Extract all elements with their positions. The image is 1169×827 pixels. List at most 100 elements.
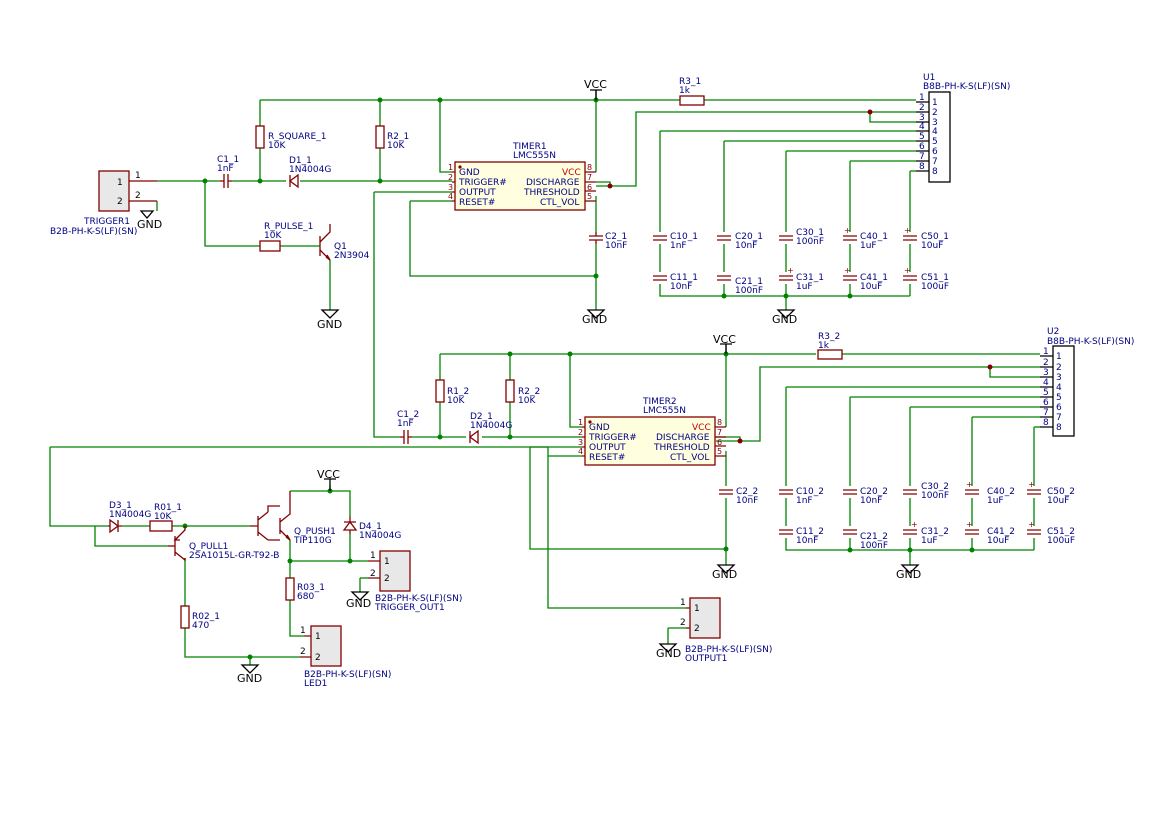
svg-text:VCC: VCC	[713, 333, 736, 346]
svg-text:680: 680	[297, 592, 314, 602]
svg-text:GND: GND	[772, 313, 797, 326]
svg-text:TRIGGER_OUT1: TRIGGER_OUT1	[374, 603, 445, 613]
svg-text:GND: GND	[896, 568, 921, 581]
power-vcc-driver: VCC	[317, 468, 340, 491]
connector-trigger1: 1 2 1 2 TRIGGER1 B2B-PH-K-S(LF)(SN)	[50, 170, 157, 237]
svg-text:VCC: VCC	[692, 423, 711, 433]
svg-text:C51_1: C51_1	[921, 273, 949, 283]
gnd-trigger1: GND	[137, 210, 162, 231]
svg-text:2: 2	[932, 108, 938, 118]
resistor-r2-2: R2_2 10K	[505, 379, 540, 406]
svg-text:10nF: 10nF	[860, 496, 882, 506]
svg-text:6: 6	[717, 438, 722, 447]
svg-text:LMC555N: LMC555N	[513, 151, 556, 161]
svg-text:1: 1	[300, 626, 306, 636]
svg-text:D4_1: D4_1	[359, 522, 382, 532]
svg-text:4: 4	[578, 447, 583, 456]
svg-text:1N4004G: 1N4004G	[289, 165, 331, 175]
svg-text:4: 4	[1056, 383, 1062, 393]
diode-d4-1: D4_1 1N4004G	[342, 516, 401, 541]
svg-text:CTL_VOL: CTL_VOL	[540, 198, 579, 208]
svg-text:R03_1: R03_1	[297, 583, 325, 593]
svg-text:2: 2	[694, 624, 700, 634]
svg-text:1: 1	[117, 178, 123, 188]
svg-text:7: 7	[932, 157, 938, 167]
svg-text:Q_PUSH1: Q_PUSH1	[294, 527, 336, 537]
svg-text:2: 2	[1043, 358, 1049, 368]
svg-text:7: 7	[587, 173, 592, 182]
svg-text:10K: 10K	[447, 396, 465, 406]
svg-text:2SA1015L-GR-T92-B: 2SA1015L-GR-T92-B	[189, 551, 279, 561]
svg-text:1: 1	[448, 163, 453, 172]
svg-text:C20_2: C20_2	[860, 487, 888, 497]
svg-text:2: 2	[370, 569, 376, 579]
capacitor-bank-2: + + + + +	[779, 480, 1041, 535]
wires-bottom	[49, 344, 1040, 665]
svg-text:7: 7	[717, 428, 722, 437]
svg-text:R02_1: R02_1	[192, 612, 220, 622]
ic-timer1: TIMER1 LMC555N GND TRIGGER# OUTPUT RESET…	[448, 142, 596, 211]
svg-text:GND: GND	[712, 568, 737, 581]
svg-text:6: 6	[1043, 398, 1049, 408]
svg-text:2: 2	[448, 173, 453, 182]
svg-text:+: +	[844, 226, 851, 235]
svg-text:TIP110G: TIP110G	[293, 536, 332, 546]
svg-text:+: +	[904, 226, 911, 235]
svg-text:D3_1: D3_1	[109, 501, 132, 511]
svg-text:+: +	[966, 520, 973, 529]
svg-text:C30_2: C30_2	[921, 482, 949, 492]
svg-text:1: 1	[370, 551, 376, 561]
svg-text:GND: GND	[346, 597, 371, 610]
capacitor-bank-2-labels: C10_2 1nF C20_2 10nF C30_2 100nF C40_2 1…	[796, 482, 1075, 551]
diode-d3-1: D3_1 1N4004G	[108, 501, 151, 534]
svg-text:1nF: 1nF	[397, 419, 414, 429]
capacitor-c1-2: C1_2 1nF	[397, 410, 419, 444]
svg-text:THRESHOLD: THRESHOLD	[523, 188, 580, 198]
svg-text:6: 6	[932, 147, 938, 157]
svg-text:C40_1: C40_1	[860, 232, 888, 242]
svg-text:1N4004G: 1N4004G	[109, 510, 151, 520]
svg-text:3: 3	[578, 438, 583, 447]
svg-text:10K: 10K	[518, 396, 536, 406]
svg-text:1k: 1k	[679, 86, 691, 96]
svg-text:3: 3	[919, 113, 925, 123]
resistor-r01-1: R01_1 10K	[149, 503, 182, 532]
svg-text:B2B-PH-K-S(LF)(SN): B2B-PH-K-S(LF)(SN)	[375, 594, 462, 604]
svg-text:5: 5	[717, 447, 722, 456]
svg-text:1: 1	[919, 93, 925, 103]
gnd-q1: GND	[317, 309, 342, 331]
svg-text:GND: GND	[237, 672, 262, 685]
svg-text:TRIGGER#: TRIGGER#	[458, 178, 507, 188]
svg-text:RESET#: RESET#	[589, 453, 625, 463]
svg-text:B8B-PH-K-S(LF)(SN): B8B-PH-K-S(LF)(SN)	[1047, 337, 1134, 347]
transistor-q1: Q1 2N3904	[319, 224, 370, 261]
svg-text:GND: GND	[459, 168, 480, 178]
svg-text:C41_2: C41_2	[987, 527, 1015, 537]
svg-text:R_PULSE_1: R_PULSE_1	[264, 222, 313, 232]
svg-text:3: 3	[1043, 368, 1049, 378]
svg-text:U1: U1	[923, 73, 935, 83]
svg-text:5: 5	[1056, 393, 1062, 403]
svg-text:2: 2	[919, 103, 925, 113]
svg-text:100nF: 100nF	[735, 286, 763, 296]
svg-text:OUTPUT: OUTPUT	[459, 188, 496, 198]
svg-text:8: 8	[1043, 418, 1049, 428]
svg-text:+: +	[787, 266, 794, 275]
svg-text:THRESHOLD: THRESHOLD	[653, 443, 710, 453]
svg-text:C41_1: C41_1	[860, 273, 888, 283]
svg-text:TRIGGER1: TRIGGER1	[83, 217, 130, 227]
svg-text:100nF: 100nF	[860, 541, 888, 551]
svg-text:C10_1: C10_1	[670, 232, 698, 242]
svg-text:C50_1: C50_1	[921, 232, 949, 242]
svg-text:GND: GND	[317, 318, 342, 331]
svg-text:2: 2	[117, 197, 123, 207]
svg-text:C50_2: C50_2	[1047, 487, 1075, 497]
svg-text:B2B-PH-K-S(LF)(SN): B2B-PH-K-S(LF)(SN)	[685, 645, 772, 655]
svg-text:3: 3	[1056, 373, 1062, 383]
capacitor-bank-1-labels: C10_1 1nF C20_1 10nF C30_1 100nF C40_1 1…	[670, 228, 949, 296]
svg-text:1: 1	[932, 98, 938, 108]
svg-text:B2B-PH-K-S(LF)(SN): B2B-PH-K-S(LF)(SN)	[304, 670, 391, 680]
svg-text:8: 8	[717, 418, 722, 427]
svg-text:C31_2: C31_2	[921, 527, 949, 537]
